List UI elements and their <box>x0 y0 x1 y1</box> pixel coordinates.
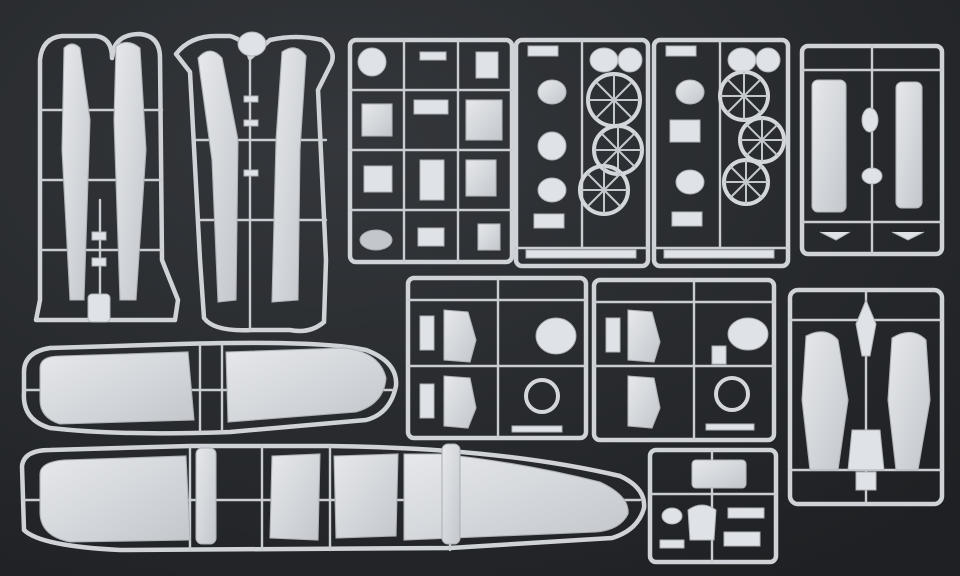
sprue-wing-upper <box>21 340 399 436</box>
sprue-fuselage-left <box>33 31 181 323</box>
sprue-small-parts-b <box>405 275 589 441</box>
sprue-small-parts-c <box>591 277 777 443</box>
sprue-wing-lower <box>19 443 647 553</box>
sprue-small-parts-d <box>647 447 779 565</box>
sprue-nacelles <box>787 287 945 507</box>
sprue-wheels-b <box>651 37 791 269</box>
sprue-fuselage-right <box>173 31 335 334</box>
sprue-small-parts-a <box>347 37 515 265</box>
sprue-wheels-a <box>513 37 651 269</box>
sprue-long-parts <box>799 43 945 257</box>
